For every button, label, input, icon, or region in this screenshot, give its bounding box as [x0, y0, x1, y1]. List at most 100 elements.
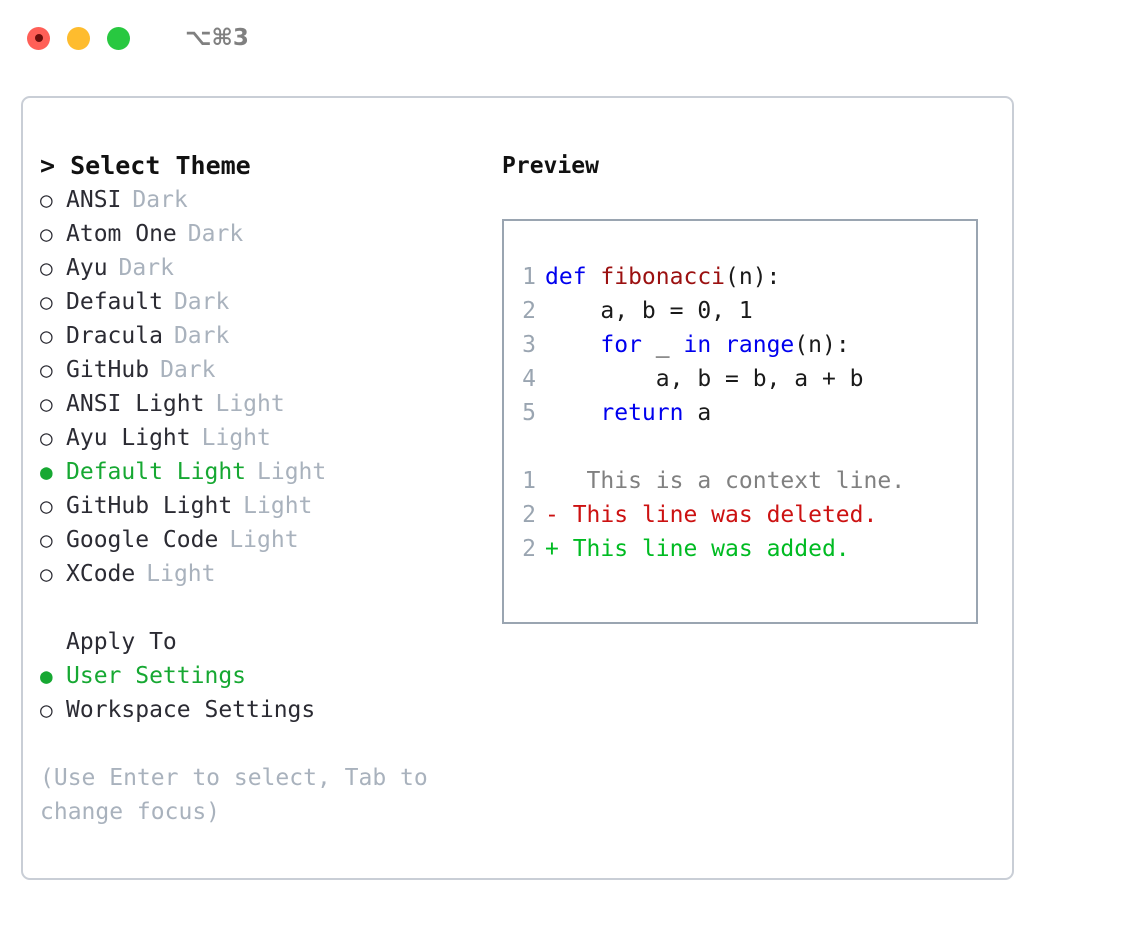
theme-option-category: Dark — [173, 323, 230, 349]
radio-unselected-icon: ○ — [40, 392, 53, 416]
code-token — [545, 332, 600, 358]
radio-unselected-icon: ○ — [40, 222, 53, 246]
code-line-text: def fibonacci(n): — [545, 260, 780, 294]
line-number: 2 — [522, 502, 536, 528]
radio-unselected-icon: ○ — [40, 426, 53, 450]
preview-title: Preview — [502, 153, 599, 179]
theme-option-label: XCode — [66, 561, 136, 587]
apply-to-list: ● User Settings ○ Workspace Settings — [40, 659, 480, 727]
code-token — [711, 332, 725, 358]
window-controls — [27, 26, 130, 50]
radio-unselected-icon: ○ — [40, 256, 53, 280]
theme-option-ansi-light[interactable]: ○ ANSI Light Light — [40, 387, 480, 421]
line-number: 1 — [522, 468, 536, 494]
diff-line-text: This line was added. — [558, 536, 850, 562]
title-bar: ⌥⌘3 — [0, 0, 1140, 76]
theme-option-ansi[interactable]: ○ ANSI Dark — [40, 183, 480, 217]
radio-unselected-icon: ○ — [40, 358, 53, 382]
radio-unselected-icon: ○ — [40, 188, 53, 212]
diff-line: 2- This line was deleted. — [504, 498, 976, 532]
theme-option-label: Ayu Light — [66, 425, 191, 451]
diff-marker: + — [545, 536, 559, 562]
keyboard-hint: (Use Enter to select, Tab to change focu… — [40, 765, 428, 825]
theme-option-google-code[interactable]: ○ Google Code Light — [40, 523, 480, 557]
line-number: 4 — [522, 366, 536, 392]
code-line-text: a, b = b, a + b — [545, 362, 864, 396]
theme-option-label: Atom One — [66, 221, 177, 247]
line-number: 2 — [522, 298, 536, 324]
apply-to-option-label: User Settings — [66, 663, 247, 689]
theme-option-category: Dark — [132, 187, 188, 213]
apply-to-option-user-settings[interactable]: ● User Settings — [40, 659, 480, 693]
list-spacer — [40, 591, 480, 625]
apply-to-option-workspace-settings[interactable]: ○ Workspace Settings — [40, 693, 480, 727]
radio-unselected-icon: ○ — [40, 698, 53, 722]
theme-option-xcode[interactable]: ○ XCode Light — [40, 557, 480, 591]
code-token: def — [545, 264, 601, 290]
theme-option-category: Dark — [160, 357, 216, 383]
theme-option-label: ANSI — [66, 187, 122, 213]
diff-line-text: This line was deleted. — [558, 502, 878, 528]
diff-block: 1 This is a context line.2- This line wa… — [504, 464, 976, 566]
code-token: a, b = b, a + b — [545, 366, 864, 392]
code-token: for — [600, 332, 642, 358]
code-line: 1 def fibonacci(n): — [504, 260, 976, 294]
maximize-button[interactable] — [107, 26, 130, 50]
radio-unselected-icon: ○ — [40, 562, 53, 586]
code-line: 3 for _ in range(n): — [504, 328, 976, 362]
line-number: 1 — [522, 264, 536, 290]
theme-option-github[interactable]: ○ GitHub Dark — [40, 353, 480, 387]
radio-unselected-icon: ○ — [40, 324, 53, 348]
line-number: 5 — [522, 400, 536, 426]
code-token: return — [600, 400, 684, 426]
theme-option-category: Dark — [173, 289, 230, 315]
theme-option-category: Dark — [118, 255, 174, 281]
code-token: range — [725, 332, 795, 358]
theme-option-category: Light — [201, 425, 271, 451]
diff-marker — [545, 464, 559, 498]
radio-unselected-icon: ○ — [40, 494, 53, 518]
apply-to-option-label: Workspace Settings — [66, 697, 316, 723]
code-token — [545, 400, 600, 426]
theme-option-label: GitHub — [66, 357, 150, 383]
diff-line: 1 This is a context line. — [504, 464, 976, 498]
theme-option-label: ANSI Light — [66, 391, 205, 417]
code-token: fibonacci — [600, 264, 726, 290]
minimize-button[interactable] — [67, 26, 90, 50]
code-token: in — [683, 332, 712, 358]
diff-marker: - — [545, 502, 559, 528]
theme-option-category: Light — [146, 561, 216, 587]
code-line-text: a, b = 0, 1 — [545, 294, 753, 328]
code-line-text: return a — [545, 396, 711, 430]
theme-option-category: Light — [215, 391, 285, 417]
theme-option-category: Light — [229, 527, 299, 553]
radio-unselected-icon: ○ — [40, 290, 53, 314]
code-token: (n): — [794, 332, 850, 358]
close-button[interactable] — [27, 26, 50, 50]
code-token: (n): — [725, 264, 781, 290]
line-number: 3 — [522, 332, 536, 358]
code-token: _ — [641, 332, 684, 358]
diff-line-text: This is a context line. — [558, 468, 906, 494]
code-token: a — [683, 400, 712, 426]
radio-unselected-icon: ○ — [40, 528, 53, 552]
theme-option-category: Light — [257, 459, 327, 485]
code-token: a, b = 0, 1 — [545, 298, 753, 324]
apply-to-header: Apply To — [66, 629, 177, 655]
radio-selected-icon: ● — [40, 664, 53, 688]
theme-option-category: Light — [243, 493, 313, 519]
theme-option-label: Google Code — [66, 527, 219, 553]
theme-option-ayu-light[interactable]: ○ Ayu Light Light — [40, 421, 480, 455]
